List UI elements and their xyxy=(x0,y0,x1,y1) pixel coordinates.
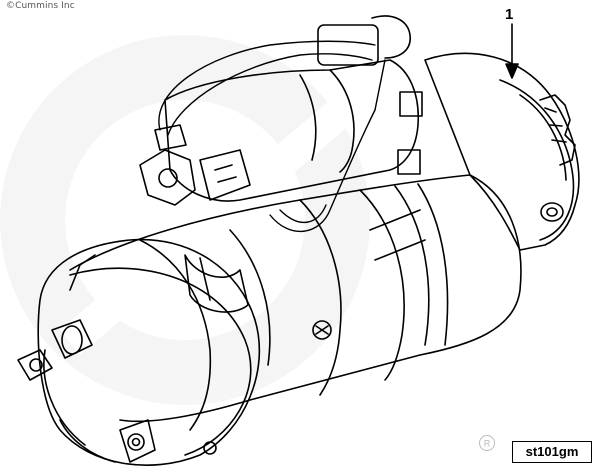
battery-stud xyxy=(139,149,196,206)
pinion-gear xyxy=(539,94,576,166)
nose-housing xyxy=(424,52,580,251)
terminal-post xyxy=(17,349,53,381)
registered-mark-icon: R xyxy=(479,435,495,451)
solenoid xyxy=(164,59,420,202)
solenoid-cap xyxy=(371,15,411,59)
end-cap xyxy=(37,238,261,466)
wire-harness xyxy=(158,40,376,131)
solenoid-terminal-block xyxy=(317,24,379,66)
mounting-hole-upper xyxy=(540,202,564,222)
copyright-notice: ©Cummins Inc xyxy=(6,1,75,11)
end-cap-bolt xyxy=(203,441,217,455)
housing-band xyxy=(369,209,426,261)
body-screw xyxy=(312,320,332,340)
starter-motor xyxy=(17,15,580,466)
lower-terminal xyxy=(119,419,156,463)
field-housing-ridge xyxy=(139,239,212,431)
flange-outline xyxy=(499,79,575,241)
callout-arrowhead xyxy=(505,63,519,79)
svg-text:R: R xyxy=(484,439,491,449)
callout-number: 1 xyxy=(505,6,514,23)
figure-id-label: st101gm xyxy=(512,441,592,463)
watermark-logo xyxy=(0,35,370,405)
